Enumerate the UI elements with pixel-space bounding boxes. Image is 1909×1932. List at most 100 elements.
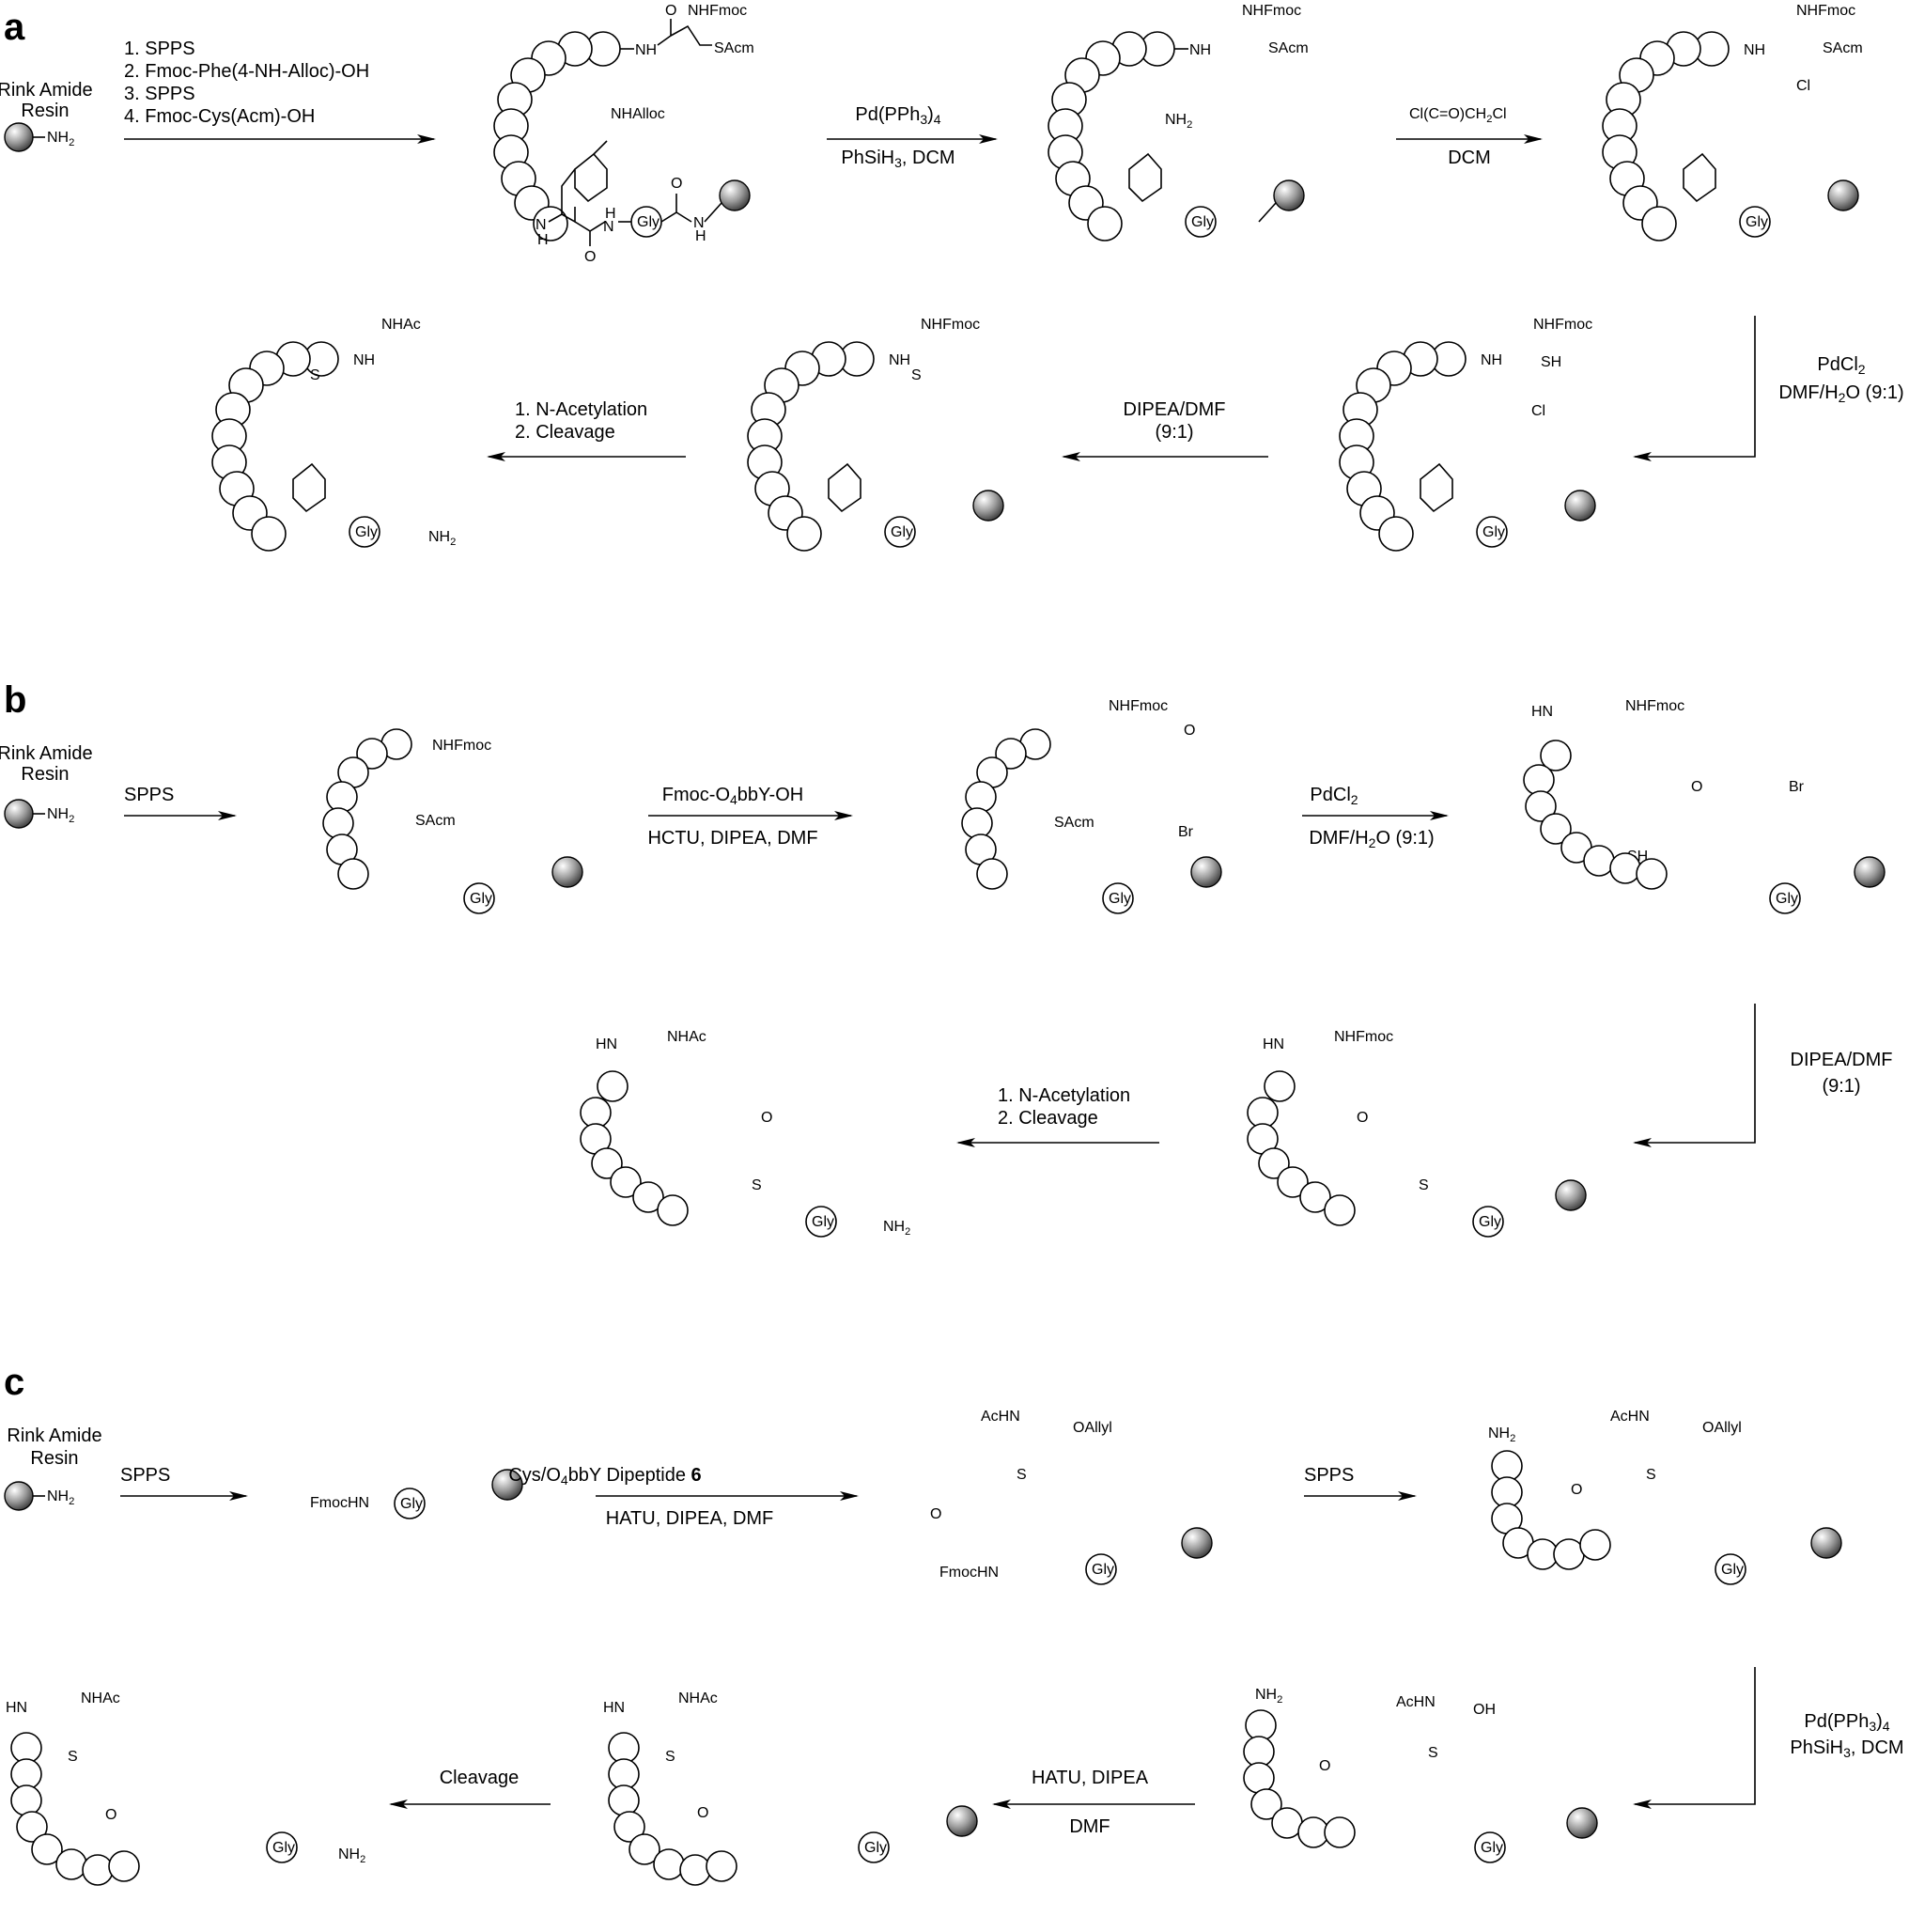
step-b2-below: HCTU, DIPEA, DMF xyxy=(647,828,817,849)
svg-text:Gly: Gly xyxy=(812,1214,834,1230)
reaction-arrow-c5: HATU, DIPEA DMF xyxy=(992,1768,1195,1837)
step-c1-above: SPPS xyxy=(120,1465,170,1486)
panel-b: b Rink Amide Resin NH2 SPPS NHFmoc SAcm … xyxy=(0,679,1892,1238)
svg-text:HN: HN xyxy=(603,1700,625,1716)
peptide-c4: NH2 AcHN OH S O Gly xyxy=(1243,1687,1598,1863)
starting-resin-a: Rink Amide Resin NH2 xyxy=(0,80,93,152)
svg-text:Gly: Gly xyxy=(1482,524,1505,540)
svg-text:NHAc: NHAc xyxy=(81,1690,120,1706)
svg-text:O: O xyxy=(1571,1482,1582,1498)
svg-text:S: S xyxy=(1419,1177,1429,1193)
step-a4-line1: PdCl2 xyxy=(1817,354,1865,377)
step-a1-line3: 3. SPPS xyxy=(124,84,195,104)
resin-label-line1: Rink Amide xyxy=(0,80,93,101)
starting-resin-b: Rink Amide Resin NH2 xyxy=(0,743,93,829)
svg-text:NH2: NH2 xyxy=(1165,112,1192,131)
resin-label-line1: Rink Amide xyxy=(0,743,93,764)
svg-text:O: O xyxy=(105,1807,116,1823)
panel-letter-a: a xyxy=(4,7,25,48)
reaction-arrow-c1: SPPS xyxy=(120,1465,248,1501)
product-b: HN NHAc O S Gly NH2 xyxy=(580,1029,910,1238)
step-b4-line1: DIPEA/DMF xyxy=(1791,1050,1893,1070)
svg-text:OH: OH xyxy=(1473,1702,1496,1718)
svg-text:S: S xyxy=(1017,1467,1027,1483)
svg-text:HN: HN xyxy=(1531,704,1553,720)
step-a4-line2: DMF/H2O (9:1) xyxy=(1778,382,1903,405)
peptide-c5: HN NHAc S O Gly xyxy=(603,1690,978,1886)
svg-text:NHFmoc: NHFmoc xyxy=(1109,698,1168,714)
svg-text:Gly: Gly xyxy=(864,1840,887,1856)
svg-text:O: O xyxy=(584,249,596,265)
step-b3-above: PdCl2 xyxy=(1310,785,1358,807)
svg-text:O: O xyxy=(1184,723,1195,739)
reaction-arrow-b3: PdCl2 DMF/H2O (9:1) xyxy=(1302,785,1449,850)
svg-text:Gly: Gly xyxy=(1109,891,1131,907)
svg-text:NHFmoc: NHFmoc xyxy=(1242,3,1301,19)
reaction-arrow-b1: SPPS xyxy=(124,785,237,820)
svg-text:O: O xyxy=(930,1506,941,1522)
svg-text:NH2: NH2 xyxy=(338,1846,365,1865)
peptide-c2: AcHN OAllyl S O FmocHN Gly xyxy=(930,1409,1213,1585)
svg-text:O: O xyxy=(1357,1110,1368,1126)
peptide-a3: NH NHFmoc SAcm Cl Gly xyxy=(1602,3,1863,242)
step-a1-line1: 1. SPPS xyxy=(124,39,195,59)
resin-label-line2: Resin xyxy=(21,764,69,785)
svg-text:O: O xyxy=(1691,779,1702,795)
resin-label-line2: Resin xyxy=(30,1448,78,1469)
step-c4-line2: PhSiH3, DCM xyxy=(1790,1737,1903,1760)
peptide-a5: NH NHFmoc S Gly xyxy=(747,317,1004,552)
svg-text:NHAc: NHAc xyxy=(678,1690,718,1706)
product-a: NH NHAc S Gly NH2 xyxy=(211,317,456,552)
svg-text:S: S xyxy=(911,367,922,383)
svg-text:S: S xyxy=(752,1177,762,1193)
svg-text:SAcm: SAcm xyxy=(1054,815,1094,831)
svg-text:NH: NH xyxy=(1481,352,1502,368)
reaction-arrow-c2: Cys/O4bbY Dipeptide 6 HATU, DIPEA, DMF xyxy=(508,1465,859,1529)
svg-text:O: O xyxy=(665,3,676,19)
svg-text:Gly: Gly xyxy=(272,1840,295,1856)
svg-text:HN: HN xyxy=(6,1700,27,1716)
svg-text:NHFmoc: NHFmoc xyxy=(1533,317,1592,333)
step-a2-above: Pd(PPh3)4 xyxy=(855,104,940,127)
step-a6-above: 1. N-Acetylation xyxy=(515,399,647,420)
svg-text:Gly: Gly xyxy=(470,891,492,907)
svg-text:Br: Br xyxy=(1178,824,1194,840)
svg-text:AcHN: AcHN xyxy=(1610,1409,1650,1425)
svg-text:AcHN: AcHN xyxy=(1396,1694,1436,1710)
reaction-arrow-a5: DIPEA/DMF (9:1) xyxy=(1062,399,1268,461)
reaction-arrow-b2: Fmoc-O4bbY-OH HCTU, DIPEA, DMF xyxy=(647,785,853,849)
reaction-arrow-b4: DIPEA/DMF (9:1) xyxy=(1633,1004,1893,1147)
svg-text:O: O xyxy=(697,1805,708,1821)
reaction-arrow-a3: Cl(C=O)CH2Cl DCM xyxy=(1396,106,1543,168)
amine-label: NH2 xyxy=(47,806,74,825)
svg-text:NH2: NH2 xyxy=(428,529,456,548)
svg-text:Gly: Gly xyxy=(891,524,913,540)
reaction-arrow-a4: PdCl2 DMF/H2O (9:1) xyxy=(1633,316,1904,461)
svg-text:NHFmoc: NHFmoc xyxy=(921,317,980,333)
panel-c: c Rink Amide Resin NH2 SPPS FmocHN Gly C… xyxy=(4,1362,1904,1886)
peptide-b2: NHFmoc O Br SAcm Gly xyxy=(961,698,1222,914)
svg-text:H: H xyxy=(537,232,549,248)
chloroacetyl-chloride: Cl(C=O)CH2Cl xyxy=(1409,106,1507,125)
svg-text:Gly: Gly xyxy=(1481,1840,1503,1856)
svg-text:N: N xyxy=(535,217,547,233)
starting-resin-c: Rink Amide Resin NH2 xyxy=(4,1426,102,1511)
svg-text:NH: NH xyxy=(1189,42,1211,58)
amine-label: NH2 xyxy=(47,130,74,148)
svg-text:Gly: Gly xyxy=(355,524,378,540)
step-a6-below: 2. Cleavage xyxy=(515,422,615,443)
svg-text:NHFmoc: NHFmoc xyxy=(1796,3,1855,19)
step-b5-below: 2. Cleavage xyxy=(998,1108,1098,1129)
svg-text:Gly: Gly xyxy=(1191,214,1214,230)
svg-text:Cl: Cl xyxy=(1796,78,1810,94)
svg-text:S: S xyxy=(68,1749,78,1765)
panel-letter-c: c xyxy=(4,1362,24,1403)
resin-label-line1: Rink Amide xyxy=(7,1426,101,1446)
svg-text:S: S xyxy=(1646,1467,1656,1483)
svg-text:O: O xyxy=(671,176,682,192)
svg-text:OAllyl: OAllyl xyxy=(1073,1420,1112,1436)
step-a2-below: PhSiH3, DCM xyxy=(841,148,954,170)
svg-text:NHAlloc: NHAlloc xyxy=(611,106,665,122)
reaction-arrow-a6: 1. N-Acetylation 2. Cleavage xyxy=(487,399,686,461)
peptide-a2: NH NHFmoc SAcm NH2 Gly xyxy=(1048,3,1309,242)
